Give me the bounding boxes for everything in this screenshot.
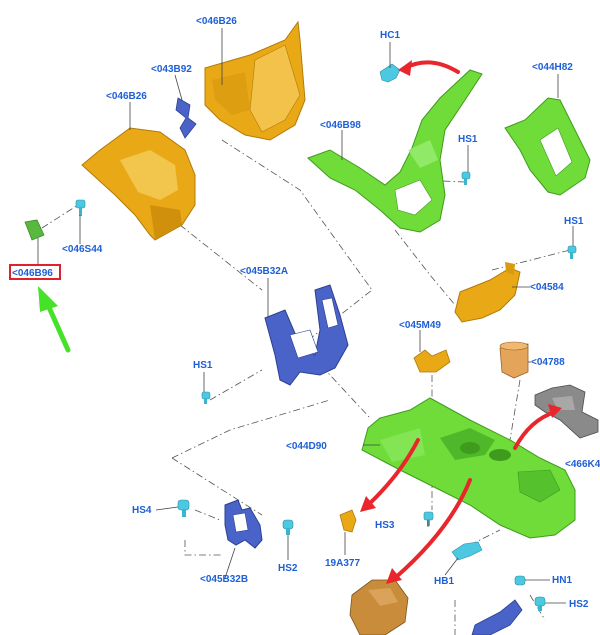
callout-046S44[interactable]: <046S44 [62, 244, 103, 255]
part-045B32A-bracket [264, 284, 349, 386]
highlight-box [9, 264, 61, 280]
callout-HB1[interactable]: HB1 [434, 576, 454, 587]
callout-HS1-left[interactable]: HS1 [193, 360, 213, 371]
callout-HS2-right[interactable]: HS2 [569, 599, 589, 610]
part-044H82-surround [504, 97, 591, 196]
callout-HS2-left[interactable]: HS2 [278, 563, 298, 574]
fastener-HN1 [514, 575, 526, 586]
part-lower-bracket [471, 599, 523, 635]
callout-045B32A[interactable]: <045B32A [240, 266, 288, 277]
callout-045B32B[interactable]: <045B32B [200, 574, 248, 585]
callout-HS3[interactable]: HS3 [375, 520, 395, 531]
part-043B92-bracket [175, 97, 197, 139]
callout-044H82[interactable]: <044H82 [532, 62, 573, 73]
part-046B26-upper-panel [204, 20, 306, 141]
fastener-HS2-left [282, 519, 294, 535]
part-04584-trim [454, 262, 521, 323]
callout-19A377[interactable]: 19A377 [325, 558, 360, 569]
callout-HS1-upper[interactable]: HS1 [458, 134, 478, 145]
callout-04788[interactable]: <04788 [531, 357, 565, 368]
assembly-lines [41, 139, 571, 635]
fastener-HS1-left [201, 391, 211, 404]
fastener-HS1-right [567, 245, 577, 259]
callout-466K[interactable]: <466K4 [565, 459, 600, 470]
callout-HS1-right[interactable]: HS1 [564, 216, 584, 227]
part-045M49-clip [413, 349, 451, 373]
green-pointer-arrow-icon [38, 286, 71, 353]
part-lower-cover [349, 579, 409, 635]
fastener-HS4 [177, 499, 190, 517]
part-046B96-clip [24, 219, 45, 241]
callout-HN1[interactable]: HN1 [552, 575, 572, 586]
part-466K-mat [534, 384, 599, 439]
part-045B32B-bracket [224, 499, 263, 549]
callout-labels[interactable]: <046B26 <043B92 <046B26 <046S44 <046B96 … [12, 16, 600, 610]
callout-045M49[interactable]: <045M49 [399, 320, 441, 331]
callout-046B26-upper[interactable]: <046B26 [196, 16, 237, 27]
fastener-HC1 [379, 63, 401, 83]
callout-HC1[interactable]: HC1 [380, 30, 400, 41]
callout-043B92[interactable]: <043B92 [151, 64, 192, 75]
callout-HS4[interactable]: HS4 [132, 505, 152, 516]
callout-044D90[interactable]: <044D90 [286, 441, 327, 452]
callout-046B26-side[interactable]: <046B26 [106, 91, 147, 102]
part-046B26-side-panel [81, 127, 196, 241]
fastener-HS1-upper [461, 171, 471, 185]
part-19A377-clip [339, 509, 357, 533]
callout-046B98[interactable]: <046B98 [320, 120, 361, 131]
part-044D90-console [361, 397, 576, 539]
callout-046B96[interactable]: <046B96 [12, 268, 53, 279]
part-046B98-bezel [307, 69, 483, 233]
fastener-HB1 [451, 541, 483, 561]
fastener-HS3 [423, 511, 434, 526]
fastener-046S44 [75, 199, 86, 216]
leader-lines [37, 28, 574, 604]
fastener-HS2-right [534, 596, 546, 611]
part-04788-cup [499, 341, 529, 379]
callout-04584[interactable]: <04584 [530, 282, 564, 293]
